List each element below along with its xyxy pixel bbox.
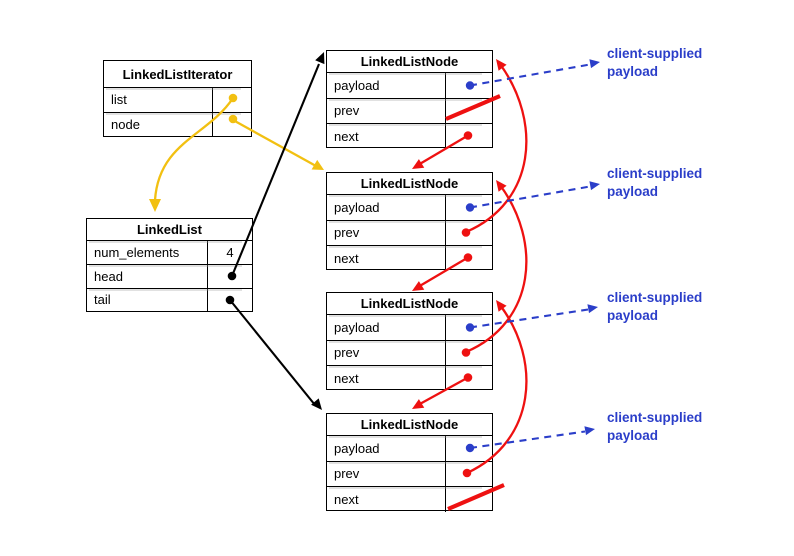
node3-next-arrowhead-icon [412, 399, 425, 409]
field-label: next [334, 128, 359, 144]
node2-prev-arrowhead-icon [496, 59, 507, 71]
field-value-cell [445, 436, 492, 461]
client-payload-label-4: client-supplied payload [607, 409, 747, 445]
field-label: list [111, 92, 127, 108]
field-label: num_elements [94, 244, 180, 260]
client-payload-label-3: client-supplied payload [607, 289, 747, 325]
class-title: LinkedList [87, 219, 252, 241]
field-label: prev [334, 345, 360, 361]
field-row-next: next [327, 486, 492, 512]
field-row-head: head [87, 263, 252, 288]
linked-list-iterator-box: LinkedListIterator list node [103, 60, 252, 137]
tail-arrowhead-icon [311, 398, 322, 410]
class-title: LinkedListNode [327, 173, 492, 195]
iterator-list-arrowhead-icon [149, 199, 161, 212]
iterator-node-arrowhead-icon [311, 159, 324, 170]
field-label: node [111, 116, 140, 132]
field-label: payload [334, 199, 380, 215]
class-title: LinkedListNode [327, 293, 492, 315]
field-value-cell [212, 88, 251, 112]
field-row-tail: tail [87, 287, 252, 312]
field-value-cell [445, 315, 492, 340]
head-arrowhead-icon [315, 52, 325, 65]
field-value-cell [445, 487, 492, 512]
field-value-cell [207, 264, 252, 288]
field-label: next [334, 250, 359, 266]
field-row-prev: prev [327, 97, 492, 124]
field-row-payload: payload [327, 315, 492, 340]
field-row-payload: payload [327, 73, 492, 98]
field-row-prev: prev [327, 339, 492, 366]
field-label: tail [94, 292, 111, 308]
node3-prev-arrowhead-icon [496, 180, 507, 192]
field-value-cell [445, 246, 492, 271]
class-title: LinkedListNode [327, 414, 492, 436]
field-value-cell [445, 73, 492, 98]
field-value-cell [445, 124, 492, 149]
field-value-cell [445, 461, 492, 487]
node4-payload-arrowhead-icon [584, 426, 595, 436]
node1-next-arrowhead-icon [412, 159, 425, 169]
class-title: LinkedListNode [327, 51, 492, 73]
field-value-cell [445, 195, 492, 220]
label-line: payload [607, 184, 659, 199]
field-label: next [334, 370, 359, 386]
linked-list-box: LinkedList num_elements 4 head tail [86, 218, 253, 312]
field-label: prev [334, 466, 360, 482]
field-value-cell [207, 288, 252, 312]
field-row-payload: payload [327, 195, 492, 220]
node1-payload-arrowhead-icon [589, 59, 600, 69]
node3-payload-arrowhead-icon [587, 304, 598, 314]
label-line: payload [607, 308, 659, 323]
field-value-cell [445, 98, 492, 124]
field-row-node: node [104, 111, 251, 137]
node4-prev-arrowhead-icon [496, 300, 507, 312]
client-payload-label-1: client-supplied payload [607, 45, 747, 81]
linked-list-node-box-4: LinkedListNode payload prev next [326, 413, 493, 512]
label-line: client-supplied [607, 290, 703, 305]
field-row-prev: prev [327, 460, 492, 487]
label-line: client-supplied [607, 410, 703, 425]
field-label: next [334, 491, 359, 507]
field-row-next: next [327, 365, 492, 391]
linked-list-node-box-3: LinkedListNode payload prev next [326, 292, 493, 391]
field-label: payload [334, 319, 380, 335]
field-value-cell [445, 366, 492, 391]
node2-payload-arrowhead-icon [589, 181, 600, 191]
linked-list-node-box-2: LinkedListNode payload prev next [326, 172, 493, 271]
label-line: client-supplied [607, 46, 703, 61]
field-label: prev [334, 103, 360, 119]
field-label: prev [334, 225, 360, 241]
field-label: head [94, 268, 123, 284]
field-row-prev: prev [327, 219, 492, 246]
field-label: payload [334, 440, 380, 456]
field-row-next: next [327, 123, 492, 149]
field-value-cell [445, 340, 492, 366]
client-payload-label-2: client-supplied payload [607, 165, 747, 201]
field-row-payload: payload [327, 436, 492, 461]
label-line: payload [607, 64, 659, 79]
field-value-cell: 4 [207, 241, 252, 264]
label-line: client-supplied [607, 166, 703, 181]
tail-pointer-arrow [229, 299, 316, 406]
node2-next-arrowhead-icon [412, 281, 425, 291]
field-label: payload [334, 77, 380, 93]
class-title: LinkedListIterator [104, 61, 251, 88]
linked-list-node-box-1: LinkedListNode payload prev next [326, 50, 493, 149]
field-value-cell [212, 112, 251, 137]
field-row-num-elements: num_elements 4 [87, 241, 252, 264]
field-value-cell [445, 220, 492, 246]
field-row-next: next [327, 245, 492, 271]
field-row-list: list [104, 88, 251, 112]
label-line: payload [607, 428, 659, 443]
